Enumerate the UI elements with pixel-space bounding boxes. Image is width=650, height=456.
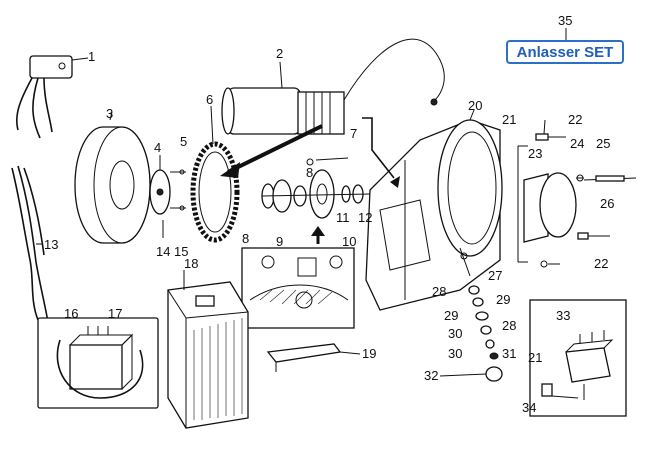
callout-33: 33 — [556, 308, 570, 323]
callout-6: 6 — [206, 92, 213, 107]
part-4-5-hub — [149, 155, 186, 238]
callout-25: 25 — [596, 136, 610, 151]
callout-28-left: 28 — [432, 284, 446, 299]
callout-15: 15 — [174, 244, 188, 259]
part-20-housing — [362, 109, 503, 311]
callout-21-bottom: 21 — [528, 350, 542, 365]
callout-26: 26 — [600, 196, 614, 211]
callout-7: 7 — [350, 126, 357, 141]
callout-28-right: 28 — [502, 318, 516, 333]
callout-12: 12 — [358, 210, 372, 225]
callout-32: 32 — [424, 368, 438, 383]
callout-20: 20 — [468, 98, 482, 113]
part-10-cutaway-inset — [241, 226, 355, 329]
part-2-starter-motor — [221, 38, 445, 135]
callout-11: 11 — [336, 210, 350, 225]
part-33-34-relay-inset — [529, 299, 627, 417]
callout-5: 5 — [180, 134, 187, 149]
callout-29-right: 29 — [496, 292, 510, 307]
part-16-17-relay-inset — [37, 317, 159, 409]
callout-23: 23 — [528, 146, 542, 161]
callout-2: 2 — [276, 46, 283, 61]
callout-22-top: 22 — [568, 112, 582, 127]
callout-30-upper: 30 — [448, 326, 462, 341]
part-18-battery — [167, 270, 249, 429]
callout-19: 19 — [362, 346, 376, 361]
callout-9: 9 — [276, 234, 283, 249]
part-1-connector — [16, 55, 89, 139]
part-21-26-cover — [517, 119, 637, 268]
part-3-rotor — [74, 111, 151, 244]
callout-24: 24 — [570, 136, 584, 151]
callout-1: 1 — [88, 49, 95, 64]
callout-22-bottom: 22 — [594, 256, 608, 271]
callout-14: 14 — [156, 244, 170, 259]
part-27-32-fastener-stack — [439, 247, 503, 382]
callout-30-lower: 30 — [448, 346, 462, 361]
callout-34: 34 — [522, 400, 536, 415]
callout-13: 13 — [44, 237, 58, 252]
callout-18: 18 — [184, 256, 198, 271]
callout-8-bottom: 8 — [242, 231, 249, 246]
callout-labels: 1 2 3 4 5 6 7 8 8 9 10 11 12 13 14 15 16… — [44, 13, 614, 415]
callout-8-top: 8 — [306, 165, 313, 180]
callout-3: 3 — [106, 106, 113, 121]
part-6-ring-gear — [190, 105, 240, 243]
callout-4: 4 — [154, 140, 161, 155]
callout-35: 35 — [558, 13, 572, 28]
callout-10: 10 — [342, 234, 356, 249]
part-13-wires — [11, 165, 49, 323]
callout-17: 17 — [108, 306, 122, 321]
callout-27: 27 — [488, 268, 502, 283]
callout-21-top: 21 — [502, 112, 516, 127]
callout-31: 31 — [502, 346, 516, 361]
callout-16: 16 — [64, 306, 78, 321]
part-7-12-pinion-group — [261, 157, 371, 219]
callout-29-left: 29 — [444, 308, 458, 323]
starter-set-badge[interactable]: Anlasser SET — [506, 40, 624, 64]
part-19-bracket — [266, 343, 361, 372]
